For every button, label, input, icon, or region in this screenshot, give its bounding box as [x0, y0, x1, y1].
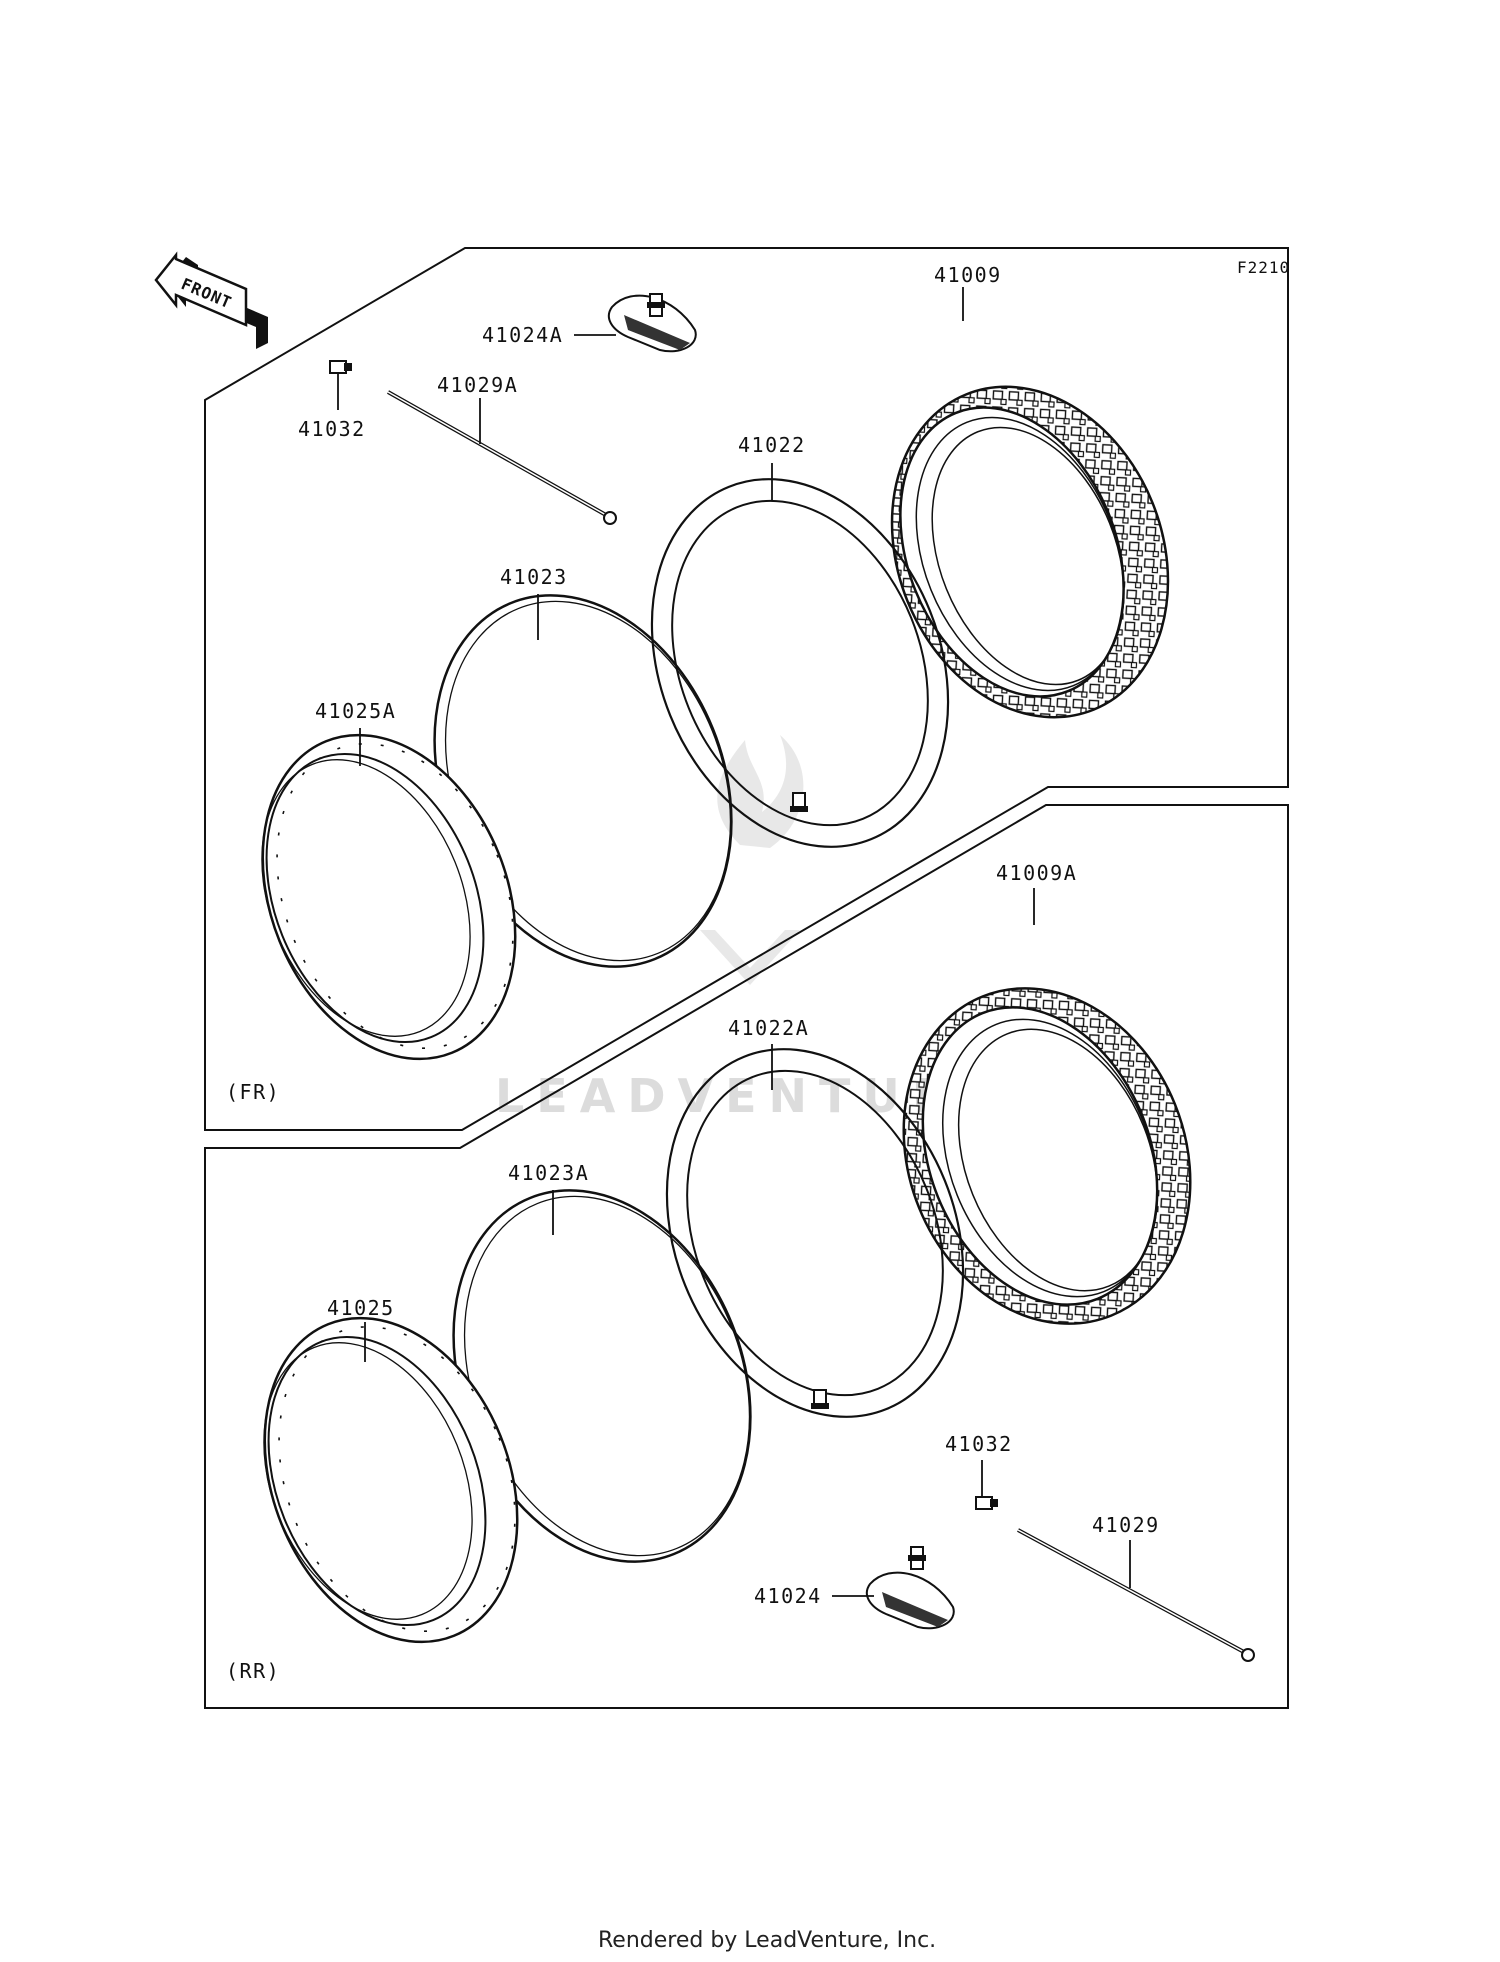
rear-rim-label: 41025 [327, 1296, 395, 1320]
front-tube-label: 41022 [738, 433, 806, 457]
front-nipple [329, 360, 352, 374]
rear-section-frame [204, 804, 1289, 1709]
rear-nipple-label: 41032 [945, 1432, 1013, 1456]
front-tube [650, 478, 950, 848]
section-label-front: (FR) [226, 1080, 280, 1104]
rear-tube-label: 41022A [728, 1016, 809, 1040]
rear-spoke [1017, 1528, 1255, 1662]
front-tire-label: 41009 [934, 263, 1002, 287]
front-nipple-label: 41032 [298, 417, 366, 441]
rear-nipple [975, 1496, 998, 1510]
front-rim-lock-label: 41024A [482, 323, 563, 347]
front-rim-label: 41025A [315, 699, 396, 723]
rear-tube [665, 1048, 965, 1418]
front-arrow-icon: FRONT [154, 251, 268, 349]
front-spoke-label: 41029A [437, 373, 518, 397]
rear-rim [263, 1316, 519, 1644]
rear-rim-lock [865, 1546, 955, 1630]
footer-credit: Rendered by LeadVenture, Inc. [598, 1928, 936, 1953]
front-rim [261, 733, 517, 1061]
front-rim-lock [607, 293, 697, 353]
rear-rim-lock-label: 41024 [754, 1584, 822, 1608]
section-label-rear: (RR) [226, 1659, 280, 1683]
rear-tire [902, 987, 1192, 1325]
front-spoke [387, 390, 617, 525]
front-rim-band-label: 41023 [500, 565, 568, 589]
front-section-frame [204, 247, 1289, 1131]
rear-tire-label: 41009A [996, 861, 1077, 885]
front-tire [890, 385, 1170, 719]
rear-spoke-label: 41029 [1092, 1513, 1160, 1537]
figure-code: F2210 [1237, 258, 1290, 277]
rear-rim-band-label: 41023A [508, 1161, 589, 1185]
